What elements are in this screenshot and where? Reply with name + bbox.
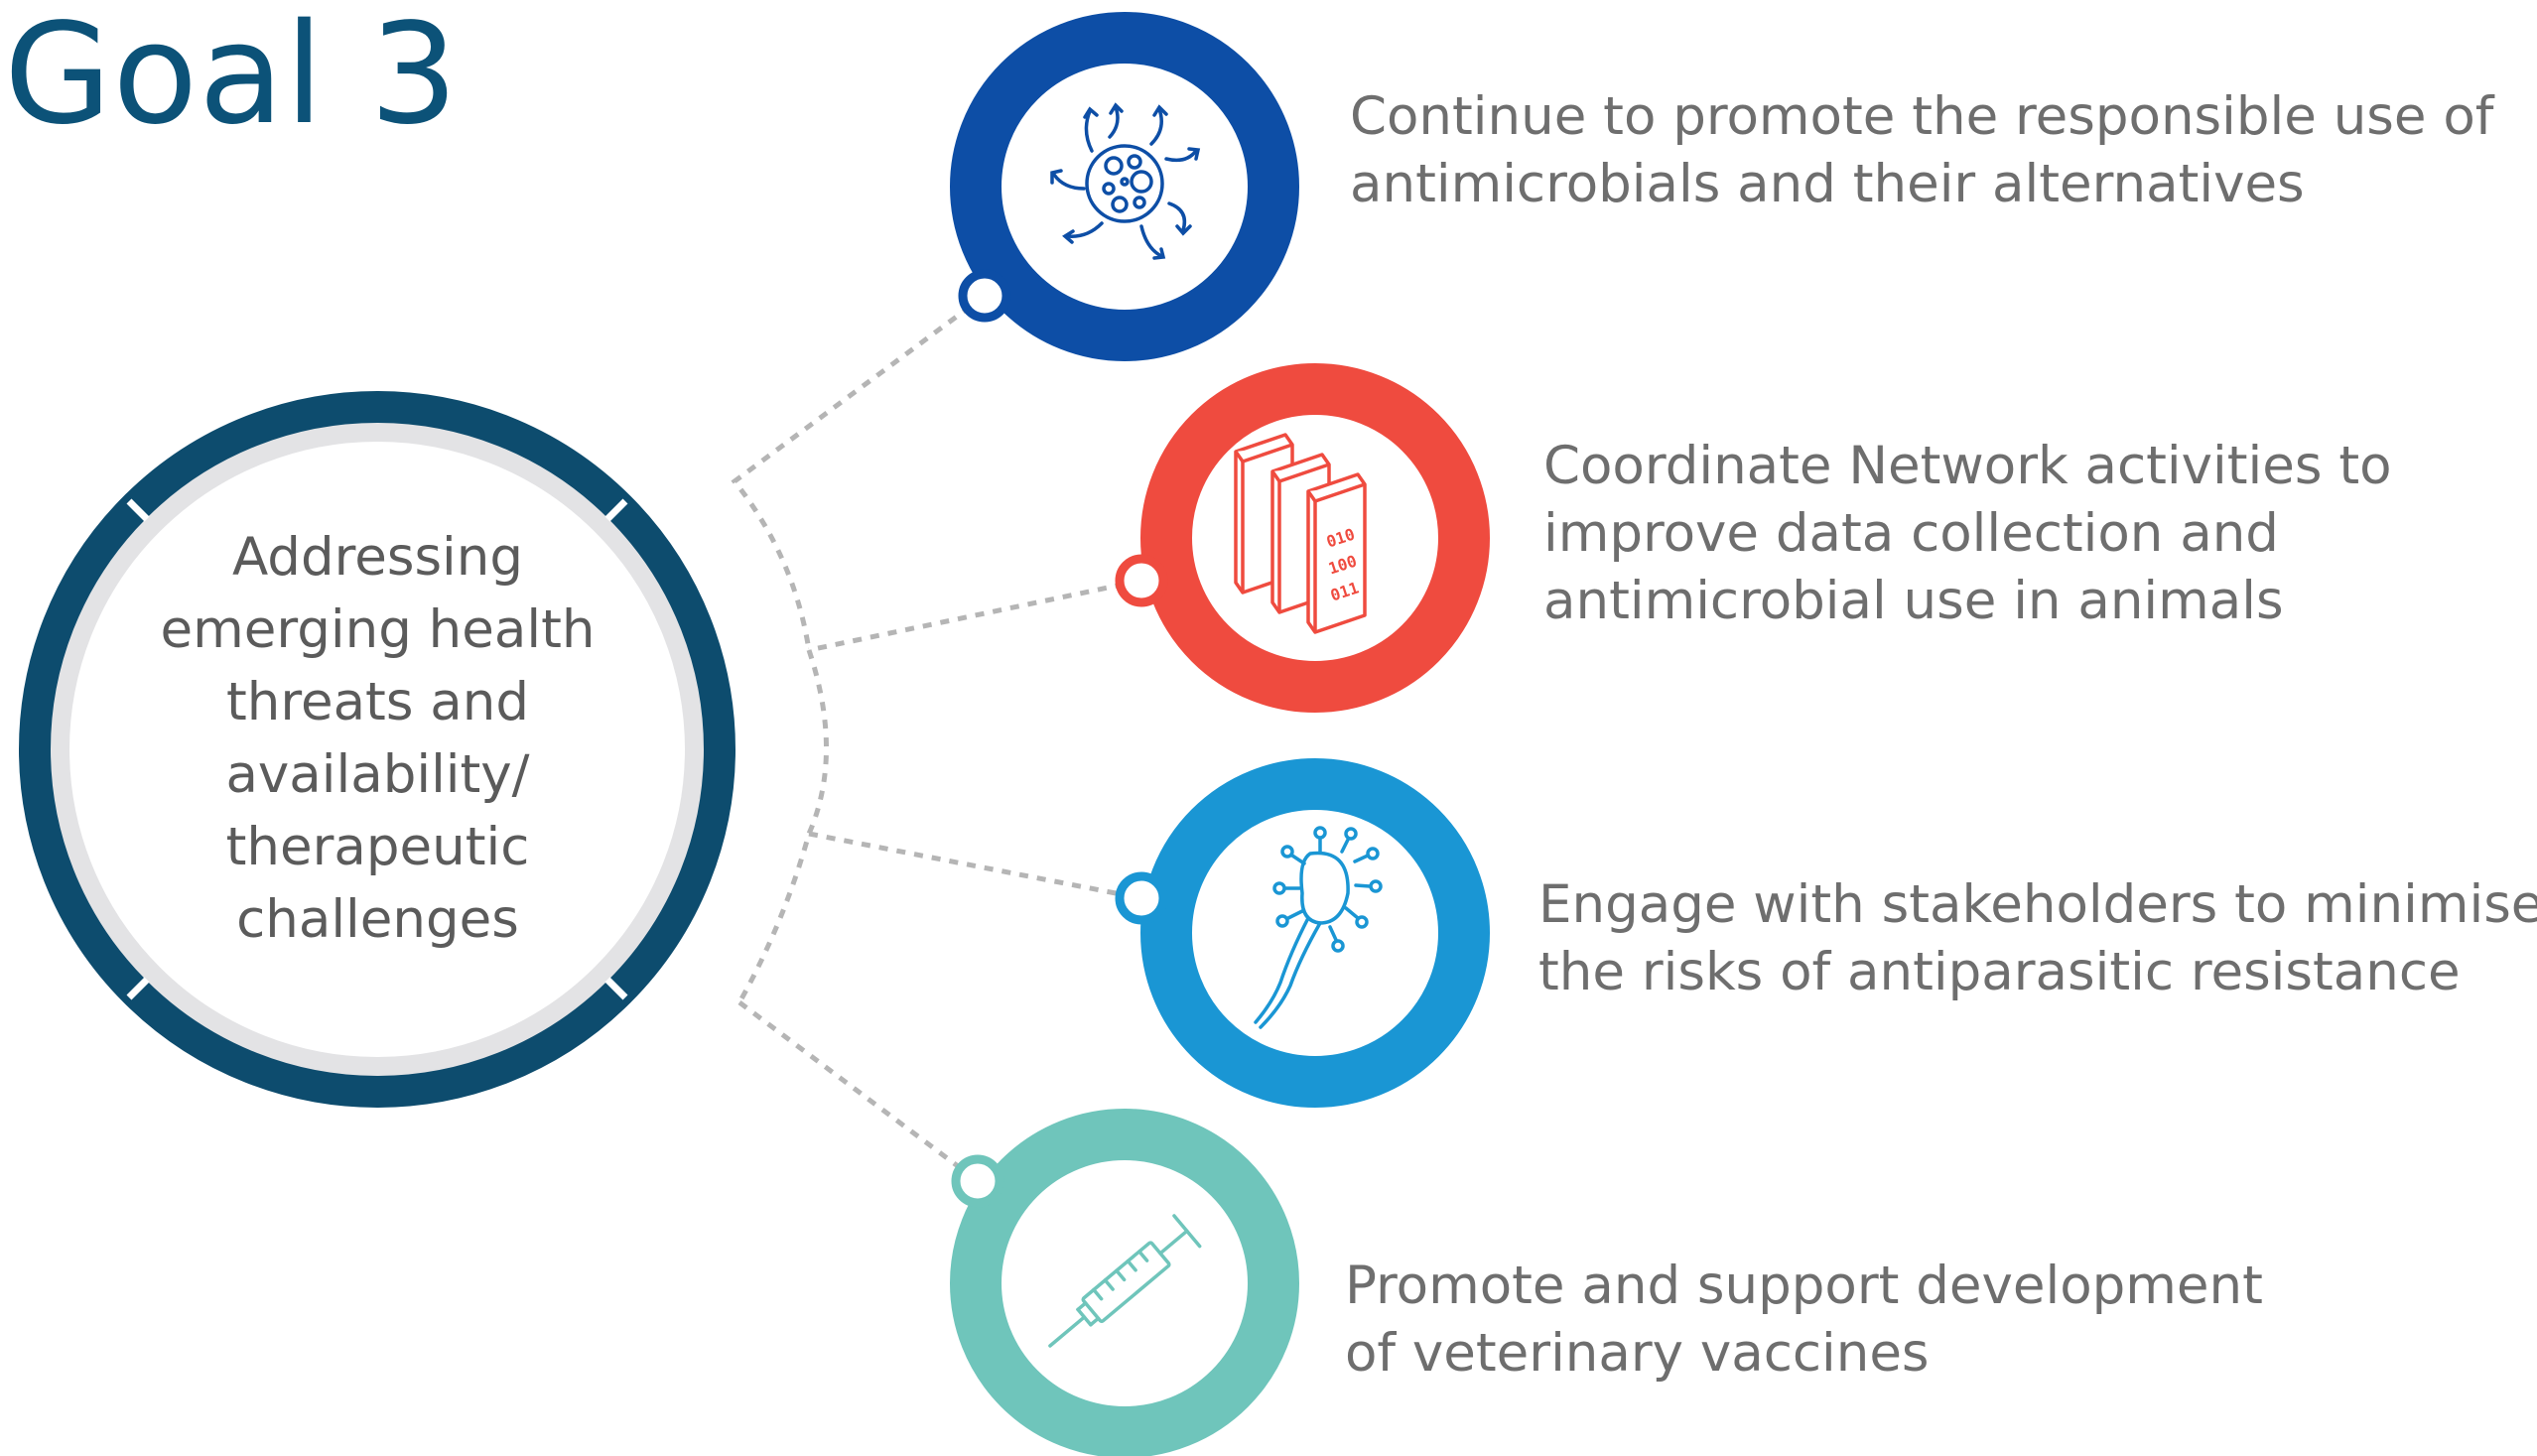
- goal-3-node: [1115, 871, 1168, 925]
- goal-3-circle: [1115, 758, 1490, 1108]
- connector-3: [808, 831, 1142, 901]
- goal-4-node: [951, 1154, 1004, 1208]
- goal-2-circle: 010 100 011: [1115, 363, 1490, 713]
- goal-2-node: [1115, 554, 1168, 607]
- goal-3-line: Engage with stakeholders to minimise: [1538, 874, 2537, 935]
- center-label: Addressing emerging health threats and a…: [107, 521, 648, 956]
- page-title: Goal 3: [4, 0, 460, 156]
- connector-2: [808, 578, 1142, 653]
- goal-2-text: Coordinate Network activities to improve…: [1543, 433, 2392, 635]
- goal-1-line: Continue to promote the responsible use …: [1350, 86, 2494, 147]
- goal-2-line: Coordinate Network activities to: [1543, 436, 2392, 496]
- syringe-icon: [1048, 1214, 1202, 1348]
- connector-lines: [731, 293, 1142, 1183]
- microbe-arrows-icon: [1050, 102, 1201, 260]
- goal-4-line: of veterinary vaccines: [1345, 1323, 1930, 1384]
- connector-1: [731, 293, 987, 651]
- goal-2-line: antimicrobial use in animals: [1543, 571, 2284, 631]
- goal-1-circle: [950, 12, 1299, 361]
- goal-4-line: Promote and support development: [1345, 1256, 2263, 1316]
- center-circle: [19, 391, 735, 1108]
- connector-spine: [736, 649, 829, 1004]
- goal-3-line: the risks of antiparasitic resistance: [1538, 942, 2461, 1002]
- center-label-line: threats and: [225, 672, 530, 732]
- center-label-line: challenges: [236, 889, 519, 950]
- goal-4-text: Promote and support development of veter…: [1345, 1253, 2263, 1388]
- goal-3-text: Engage with stakeholders to minimise the…: [1538, 871, 2537, 1006]
- center-label-line: Addressing: [231, 527, 524, 588]
- parasite-icon: [1254, 826, 1383, 1029]
- connector-4: [737, 1000, 980, 1183]
- goal-1-line: antimicrobials and their alternatives: [1350, 154, 2305, 214]
- goal-2-line: improve data collection and: [1543, 503, 2279, 564]
- goal-1-node: [958, 269, 1011, 323]
- center-label-line: therapeutic: [225, 817, 530, 877]
- goal-4-circle: [950, 1109, 1299, 1456]
- goal-1-text: Continue to promote the responsible use …: [1350, 83, 2493, 218]
- data-books-icon: [1234, 433, 1367, 634]
- center-label-line: emerging health: [160, 599, 596, 660]
- center-label-line: availability/: [225, 744, 530, 805]
